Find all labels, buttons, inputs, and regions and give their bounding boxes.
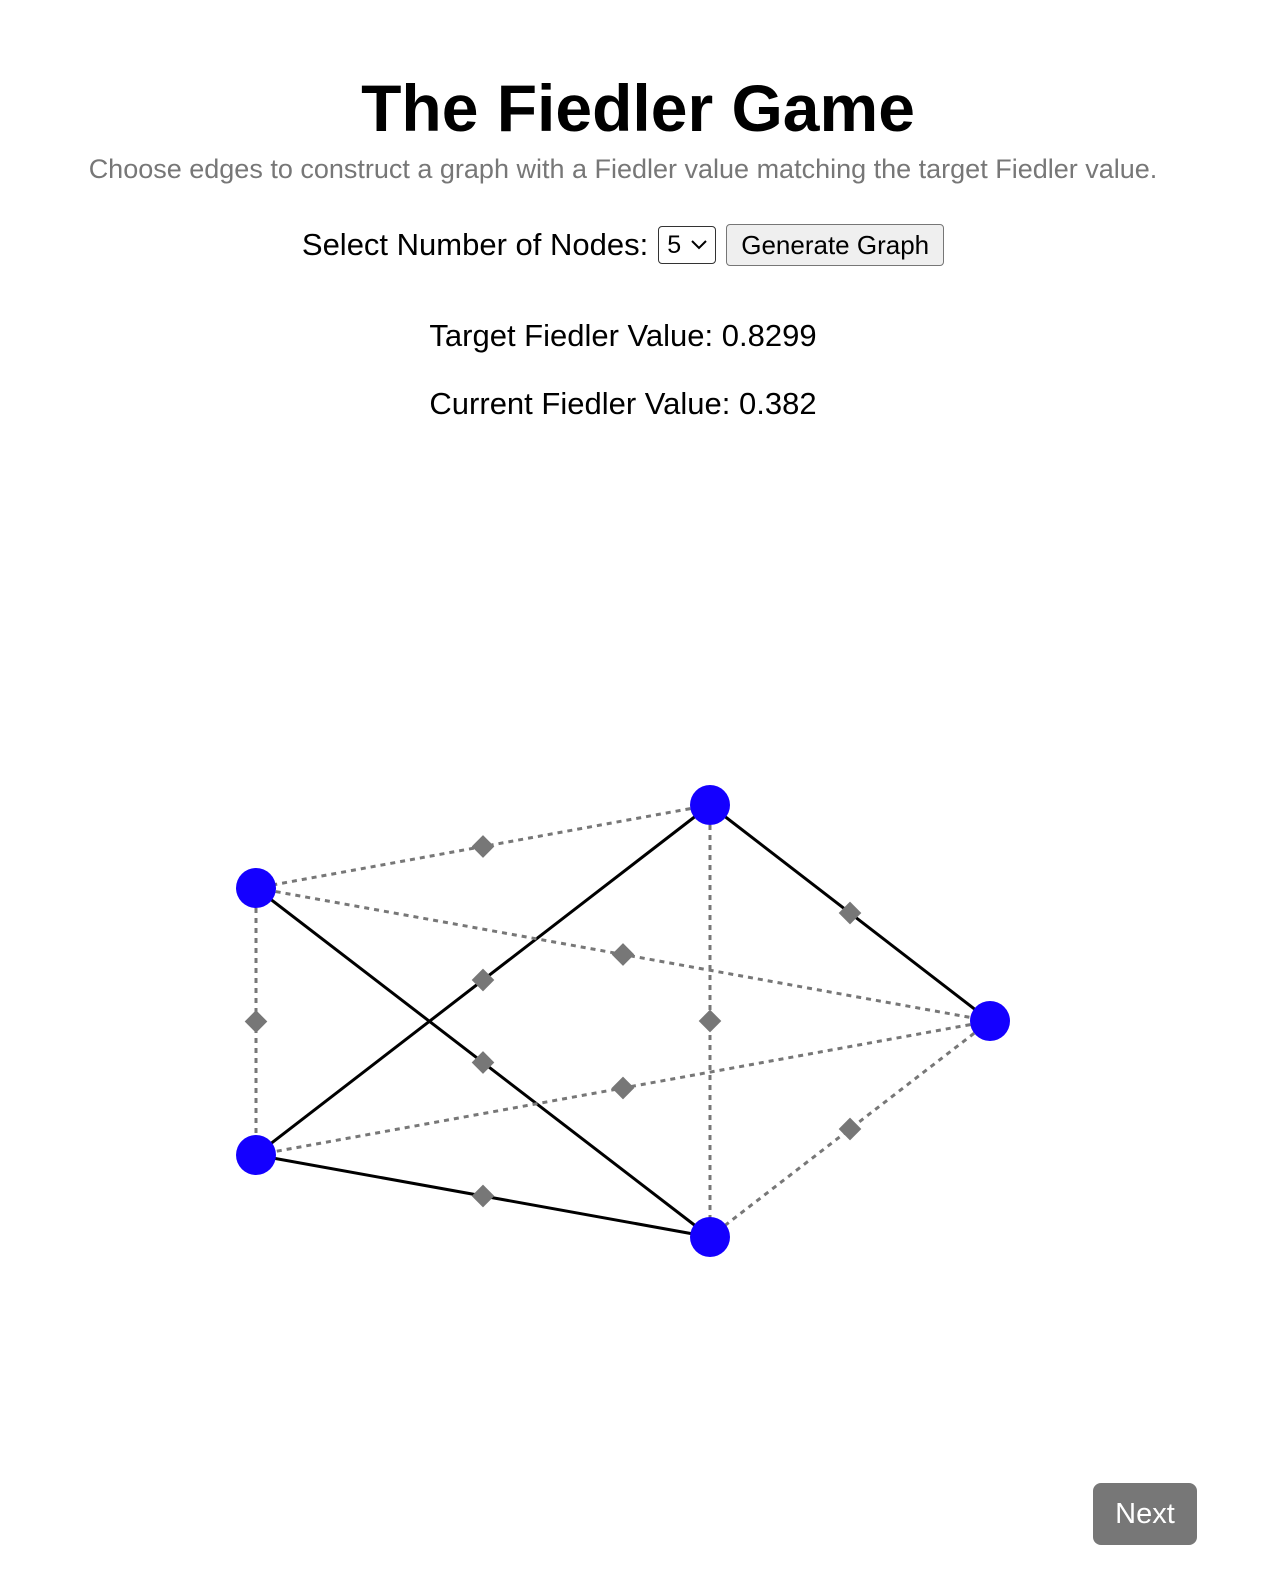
edge-toggle-diamond[interactable] — [698, 1009, 722, 1033]
edge-toggle-diamond[interactable] — [611, 943, 635, 966]
graph-edge[interactable] — [709, 1019, 991, 1239]
edge-toggle-diamond[interactable] — [611, 1076, 635, 1100]
edge-toggle-diamond[interactable] — [838, 901, 862, 925]
next-button[interactable]: Next — [1093, 1483, 1197, 1545]
page-subtitle: Choose edges to construct a graph with a… — [88, 154, 1158, 184]
graph-node[interactable] — [690, 1217, 730, 1257]
generate-graph-button[interactable]: Generate Graph — [726, 224, 945, 266]
current-fiedler-value: Current Fiedler Value: 0.382 — [429, 386, 817, 421]
nodes-label: Select Number of Nodes: — [301, 227, 649, 262]
edge-toggle-diamond[interactable] — [471, 968, 495, 992]
edge-toggle-diamond[interactable] — [244, 1010, 268, 1033]
graph-node[interactable] — [236, 868, 276, 908]
graph-node[interactable] — [690, 785, 730, 825]
edge-toggle-diamond[interactable] — [838, 1117, 862, 1141]
chevron-down-icon — [691, 240, 707, 250]
graph-node[interactable] — [236, 1135, 276, 1175]
target-fiedler-value: Target Fiedler Value: 0.8299 — [429, 318, 817, 353]
edge-toggle-diamond[interactable] — [471, 835, 495, 858]
nodes-select[interactable]: 5 — [658, 226, 717, 264]
graph-node[interactable] — [970, 1001, 1010, 1041]
edge-toggle-diamond[interactable] — [471, 1051, 495, 1074]
nodes-select-value: 5 — [667, 230, 682, 259]
page-title: The Fiedler Game — [361, 71, 915, 145]
controls-row: Select Number of Nodes: 5 Generate Graph — [0, 224, 1246, 266]
edge-toggle-diamond[interactable] — [471, 1184, 495, 1208]
